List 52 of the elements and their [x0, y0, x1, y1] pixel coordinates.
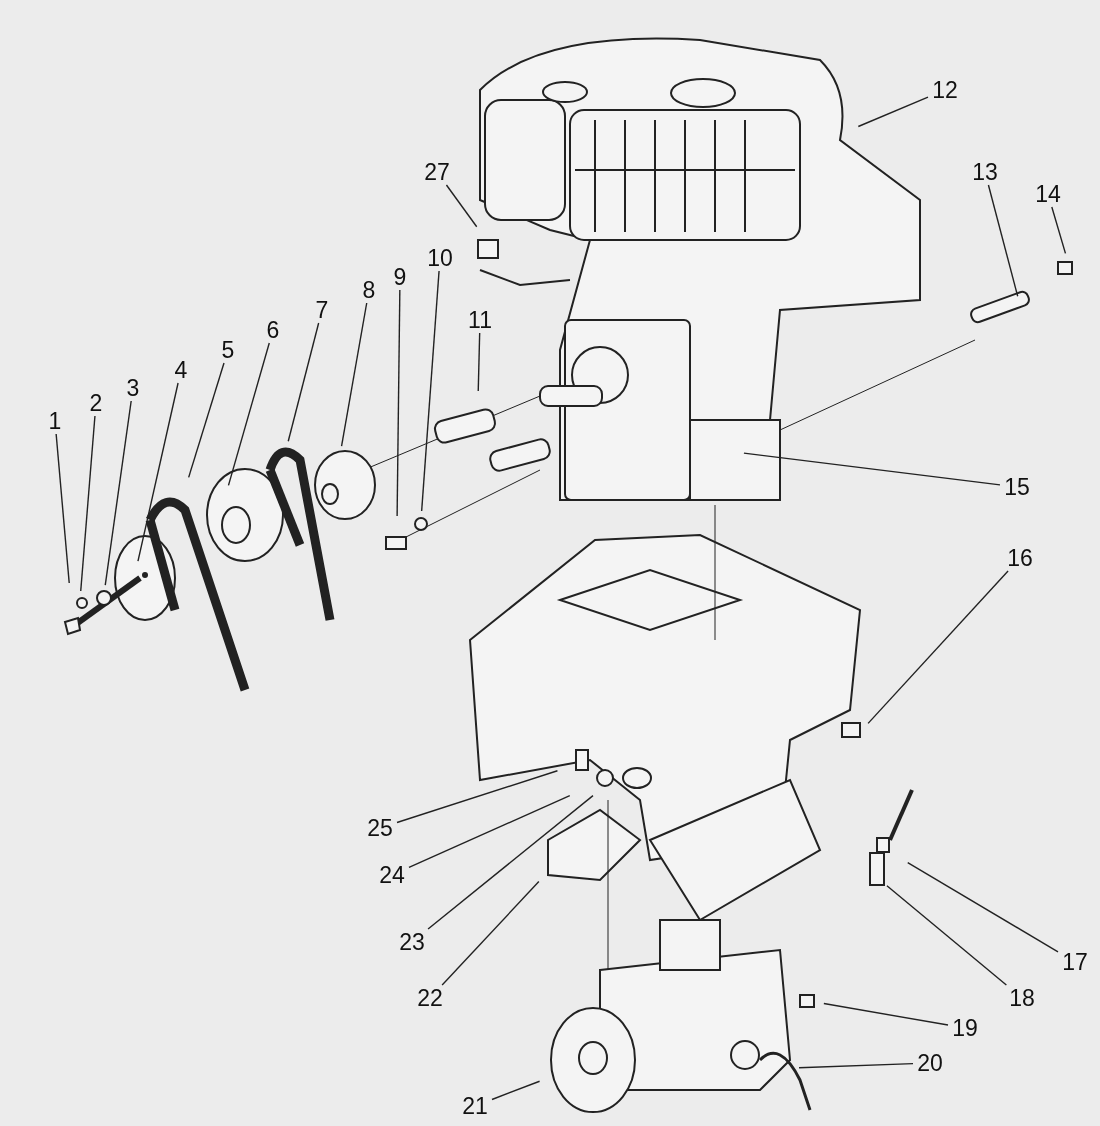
- callout-number: 25: [363, 815, 397, 841]
- leader-line: [137, 382, 179, 562]
- callout-number: 13: [968, 159, 1002, 185]
- callout-number: 18: [1005, 985, 1039, 1011]
- callout-number: 12: [928, 77, 962, 103]
- callout-number: 22: [413, 985, 447, 1011]
- callout-number: 15: [1000, 474, 1034, 500]
- leader-line: [445, 184, 478, 228]
- leader-line: [867, 570, 1009, 725]
- leader-line: [907, 861, 1059, 953]
- leader-line: [55, 433, 70, 584]
- leader-line: [441, 880, 540, 986]
- callout-number: 8: [352, 277, 386, 303]
- callout-number: 20: [913, 1050, 947, 1076]
- callout-number: 17: [1058, 949, 1092, 975]
- leader-line: [408, 794, 571, 869]
- leader-line: [340, 302, 368, 447]
- callout-number: 6: [256, 317, 290, 343]
- leader-line: [287, 322, 320, 442]
- leader-line: [104, 400, 132, 586]
- leader-line: [1051, 206, 1067, 255]
- callout-number: 11: [463, 307, 497, 333]
- callout-number: 9: [383, 264, 417, 290]
- callout-number: 4: [164, 357, 198, 383]
- callout-number: 21: [458, 1093, 492, 1119]
- leader-line: [798, 1062, 914, 1069]
- callout-number: 14: [1031, 181, 1065, 207]
- leader-line: [396, 770, 559, 824]
- callout-number: 5: [211, 337, 245, 363]
- leader-line: [396, 289, 401, 517]
- callout-number: 1: [38, 408, 72, 434]
- callout-number: 19: [948, 1015, 982, 1041]
- callout-number: 3: [116, 375, 150, 401]
- leader-line: [227, 342, 270, 487]
- leader-line: [477, 332, 481, 392]
- callout-number: 23: [395, 929, 429, 955]
- callout-number: 7: [305, 297, 339, 323]
- leader-line: [987, 184, 1019, 297]
- callout-number: 27: [420, 159, 454, 185]
- callout-number: 16: [1003, 545, 1037, 571]
- leader-line: [857, 96, 929, 128]
- leader-line: [743, 452, 1001, 486]
- leader-line: [80, 415, 96, 592]
- leader-line: [420, 270, 440, 512]
- callout-number: 10: [423, 245, 457, 271]
- leader-line: [491, 1080, 541, 1101]
- callout-number: 24: [375, 862, 409, 888]
- leader-line: [427, 794, 594, 930]
- leader-line: [886, 885, 1008, 986]
- leader-line: [187, 362, 225, 479]
- leader-line: [823, 1002, 949, 1026]
- callout-number: 2: [79, 390, 113, 416]
